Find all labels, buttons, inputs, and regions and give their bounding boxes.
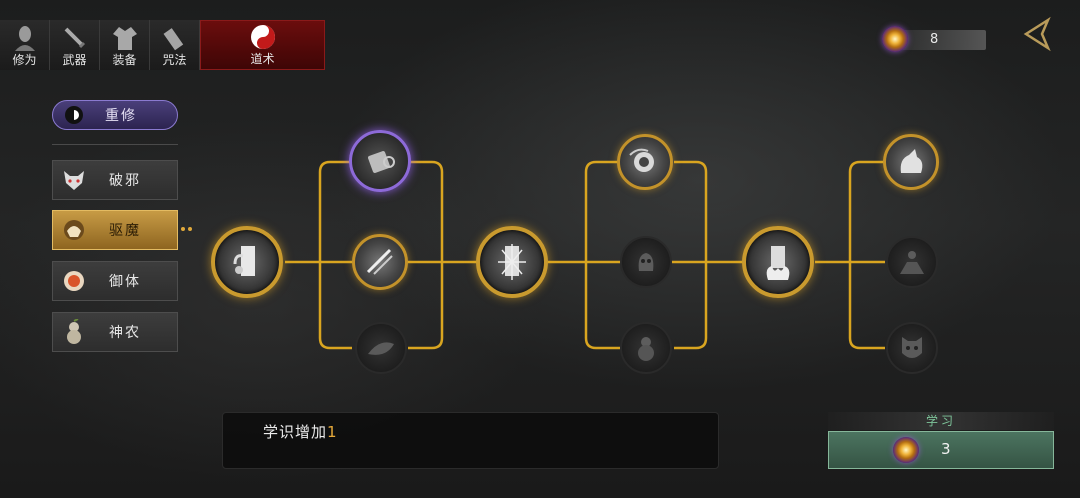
school-item-qumo[interactable]: 驱魔 xyxy=(52,210,178,250)
taiji-icon xyxy=(249,23,277,51)
effect-value: 1 xyxy=(327,423,338,441)
skill-node-locked-spirit[interactable] xyxy=(620,236,672,288)
beast-icon xyxy=(900,149,923,173)
ghost-icon xyxy=(64,220,84,240)
school-item-poxie[interactable]: 破邪 xyxy=(52,160,178,200)
fox-mask-icon xyxy=(64,171,84,190)
back-button[interactable] xyxy=(1018,14,1058,54)
reset-icon xyxy=(65,106,83,124)
skill-node-locked-gourd[interactable] xyxy=(620,322,672,374)
spirit-orb-icon xyxy=(893,437,919,463)
tab-weapon[interactable]: 武器 xyxy=(50,20,100,70)
tab-spells[interactable]: 咒法 xyxy=(150,20,200,70)
tab-cultivation[interactable]: 修为 xyxy=(0,20,50,70)
gourd-icon xyxy=(638,337,654,361)
leaf-icon xyxy=(368,342,394,355)
demon-face-icon xyxy=(902,337,922,358)
tab-label: 装备 xyxy=(112,53,137,67)
learn-cost: 3 xyxy=(941,440,951,458)
warrior-icon xyxy=(900,251,924,274)
currency-value: 8 xyxy=(930,32,939,47)
talisman-icon xyxy=(233,246,255,276)
selected-indicator-icon xyxy=(181,227,192,231)
school-item-shennong[interactable]: 神农 xyxy=(52,312,178,352)
skill-node-selected[interactable] xyxy=(349,130,411,192)
sword-icon xyxy=(61,24,89,52)
currency-bar xyxy=(892,30,986,50)
skill-node-locked-warrior[interactable] xyxy=(886,236,938,288)
skill-node-tier3[interactable] xyxy=(742,226,814,298)
reset-label: 重修 xyxy=(105,108,137,124)
skill-effect-text: 学识增加1 xyxy=(263,421,338,442)
robe-icon xyxy=(111,24,139,52)
spirit-orb-icon xyxy=(882,26,908,52)
skill-info-panel: 学识增加1 xyxy=(222,412,719,469)
spirit-icon xyxy=(638,253,654,271)
skill-node-root[interactable] xyxy=(211,226,283,298)
burst-talisman-icon xyxy=(498,244,526,280)
school-label: 神农 xyxy=(109,325,141,341)
tab-label: 道术 xyxy=(250,52,275,66)
reset-button[interactable]: 重修 xyxy=(52,100,178,130)
eye-orb-icon xyxy=(629,148,654,172)
back-arrow-icon xyxy=(1023,16,1051,52)
flame-talisman-icon xyxy=(766,246,790,280)
learn-title: 学习 xyxy=(828,412,1054,430)
school-label: 破邪 xyxy=(109,173,141,189)
school-label: 御体 xyxy=(109,274,141,290)
skill-node-locked-demon[interactable] xyxy=(886,322,938,374)
skill-node-eye[interactable] xyxy=(617,134,673,190)
learn-button[interactable]: 3 xyxy=(828,431,1054,469)
scroll-icon xyxy=(161,24,189,52)
tab-label: 武器 xyxy=(62,53,87,67)
flame-orb-icon xyxy=(64,271,84,291)
head-icon xyxy=(11,24,39,52)
gourd-icon xyxy=(67,319,81,344)
tab-equipment[interactable]: 装备 xyxy=(100,20,150,70)
skill-node-blades[interactable] xyxy=(352,234,408,290)
menu-divider xyxy=(52,144,178,145)
skill-node-locked-leaf[interactable] xyxy=(355,322,407,374)
skill-node-beast[interactable] xyxy=(883,134,939,190)
school-label: 驱魔 xyxy=(109,223,141,239)
currency-display: 8 xyxy=(880,26,988,52)
top-tab-bar: 修为 武器 装备 咒法 道术 xyxy=(0,20,325,70)
effect-label: 学识增加 xyxy=(263,423,328,441)
tab-label: 修为 xyxy=(12,53,37,67)
tab-taoism[interactable]: 道术 xyxy=(200,20,325,70)
skill-node-tier2[interactable] xyxy=(476,226,548,298)
tab-label: 咒法 xyxy=(162,53,187,67)
slash-icon xyxy=(366,248,393,275)
compass-icon xyxy=(368,151,395,173)
school-item-yuti[interactable]: 御体 xyxy=(52,261,178,301)
